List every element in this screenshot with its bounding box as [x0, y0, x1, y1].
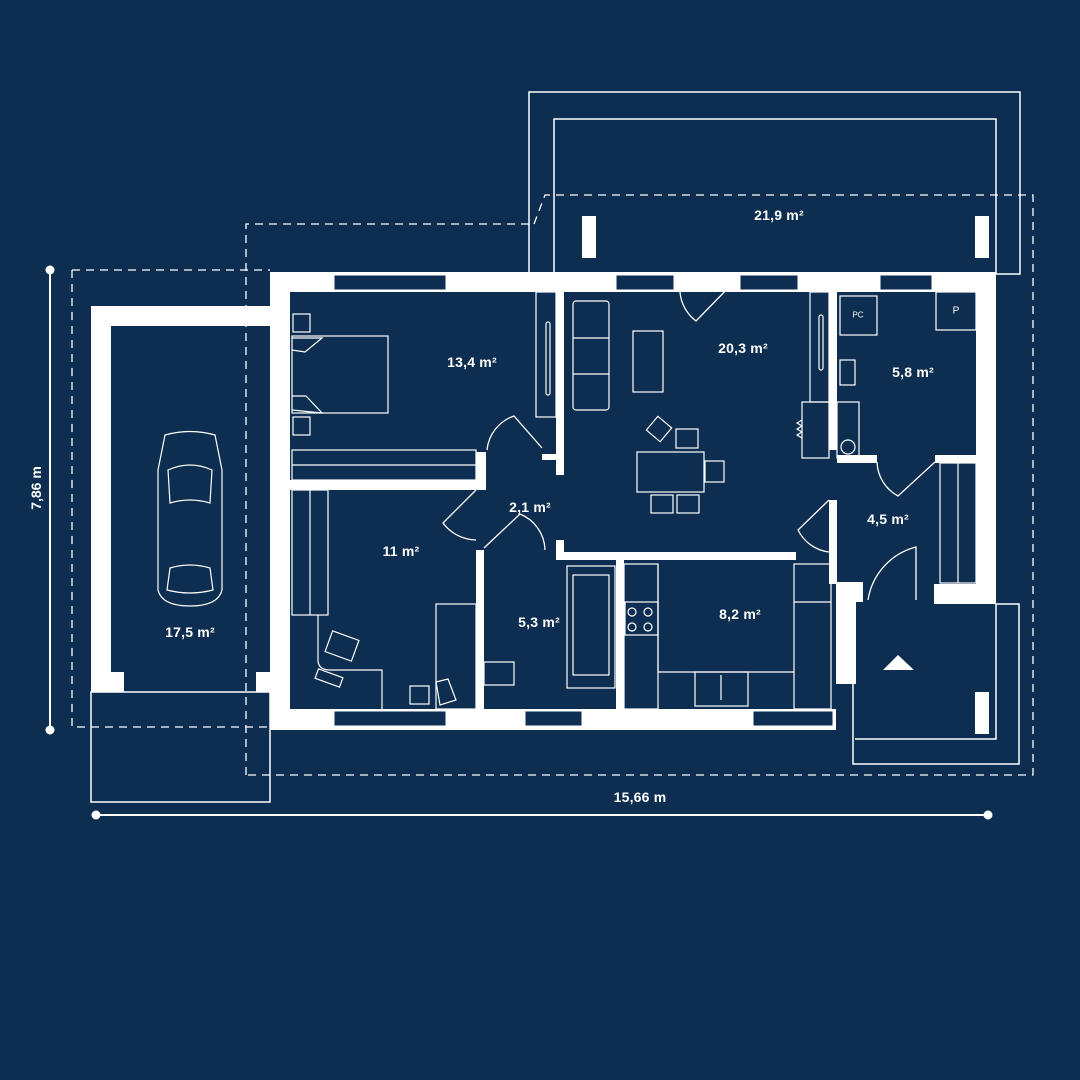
coffee-table	[632, 330, 664, 393]
fridge	[793, 563, 832, 710]
room-area-bedroom: 13,4 m²	[447, 354, 497, 370]
room-area-living-dining: 20,3 m²	[718, 340, 768, 356]
furniture	[157, 291, 977, 710]
dimension-lines	[45, 265, 993, 820]
sink	[694, 671, 749, 707]
room-area-kitchen: 8,2 m²	[719, 606, 761, 622]
car	[157, 430, 223, 607]
porch-outline	[852, 603, 1020, 765]
toilet	[483, 661, 515, 686]
washer-label: P	[952, 305, 960, 317]
sofa	[572, 300, 610, 411]
walls	[91, 272, 996, 730]
width-dimension-label: 15,66 m	[613, 789, 667, 805]
doors	[442, 280, 936, 601]
dining-table	[636, 451, 705, 493]
washer	[935, 291, 977, 331]
room-area-utility: 5,8 m²	[892, 364, 934, 380]
bed	[291, 335, 389, 414]
room-area-bathroom: 5,3 m²	[518, 614, 560, 630]
entrance-arrow-icon	[883, 655, 914, 670]
room-area-garage: 17,5 m²	[165, 624, 215, 640]
windows	[333, 274, 933, 727]
room-area-office: 11 m²	[382, 543, 420, 559]
roof-overhang-dashed	[71, 194, 1034, 776]
garage-forecourt-outline	[90, 691, 271, 803]
room-area-hall: 2,1 m²	[509, 499, 551, 515]
bathtub	[566, 565, 616, 689]
depth-dimension-label: 7,86 m	[28, 466, 44, 510]
room-area-terrace: 21,9 m²	[754, 207, 804, 223]
room-area-entrance-hall: 4,5 m²	[867, 511, 909, 527]
boiler-label: PC	[852, 310, 864, 320]
terrace-posts	[582, 216, 989, 734]
boiler	[839, 295, 878, 336]
terrace-inner-outline	[553, 118, 997, 274]
